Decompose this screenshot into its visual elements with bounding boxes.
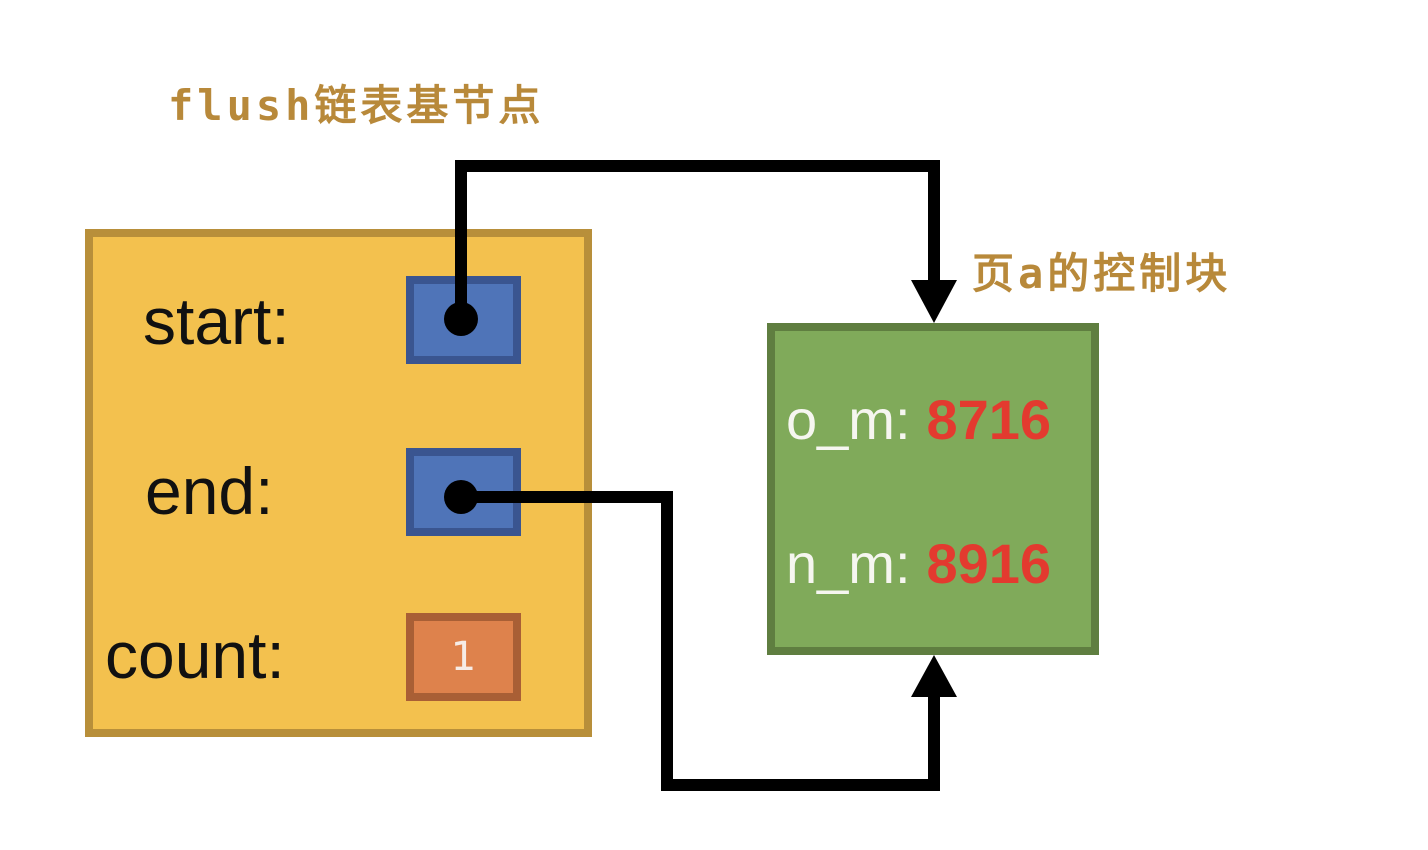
flush-list-base-node-label: flush链表基节点: [168, 81, 545, 130]
count-field-label: count:: [105, 618, 285, 692]
end-pointer-wire: [461, 491, 940, 791]
o-m-row: o_m:8716: [786, 392, 1051, 448]
end-field-label: end:: [145, 454, 274, 528]
start-field-label: start:: [143, 284, 290, 358]
count-value: 1: [450, 634, 477, 680]
start-arrowhead: [911, 280, 957, 323]
start-pointer-dot: [444, 302, 478, 336]
start-pointer-wire: [455, 160, 940, 319]
count-value-box: 1: [406, 613, 521, 701]
end-pointer-dot: [444, 480, 478, 514]
page-a-control-block: [767, 323, 1099, 655]
n-m-key: n_m:: [786, 532, 911, 595]
o-m-key: o_m:: [786, 388, 911, 451]
n-m-row: n_m:8916: [786, 536, 1051, 592]
end-arrowhead: [911, 655, 957, 697]
page-control-block-label: 页a的控制块: [972, 249, 1232, 298]
n-m-value: 8916: [926, 532, 1052, 595]
o-m-value: 8716: [926, 388, 1052, 451]
